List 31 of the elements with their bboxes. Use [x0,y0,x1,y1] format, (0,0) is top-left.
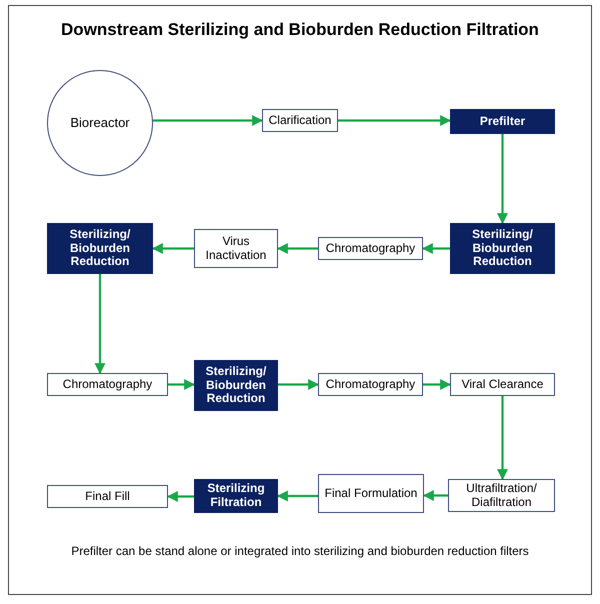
arrow [338,115,452,126]
process-box: Chromatography [318,373,423,396]
arrow [422,490,448,501]
arrow [423,379,452,390]
bioreactor-circle: Bioreactor [47,70,153,176]
arrow [497,134,508,224]
arrow [276,490,318,502]
arrow [166,491,194,502]
arrow [422,243,450,254]
arrow [152,115,264,126]
filter-box: Sterilizing/ Bioburden Reduction [194,360,278,411]
filter-box: Sterilizing Filtration [194,479,278,513]
arrow [152,243,194,254]
arrow [276,243,318,254]
process-box: Chromatography [47,373,168,396]
process-box: Virus Inactivation [194,229,278,268]
process-box: Clarification [262,109,338,132]
filter-box: Sterilizing/ Bioburden Reduction [47,223,153,274]
process-box: Chromatography [318,237,423,260]
arrow [497,396,508,480]
process-box: Viral Clearance [450,373,555,396]
arrow [168,379,196,390]
filter-box: Sterilizing/ Bioburden Reduction [450,223,555,274]
filter-box: Prefilter [450,109,555,134]
process-box: Final Formulation [318,474,424,513]
arrow [278,379,320,390]
process-box: Final Fill [47,485,168,508]
process-box: Ultrafiltration/ Diafiltration [448,479,555,512]
diagram-title: Downstream Sterilizing and Bioburden Reduction Filtration [60,20,540,40]
footnote: Prefilter can be stand alone or integrated into sterilizing and bioburden reduction filters [70,544,530,558]
arrow [94,274,106,374]
